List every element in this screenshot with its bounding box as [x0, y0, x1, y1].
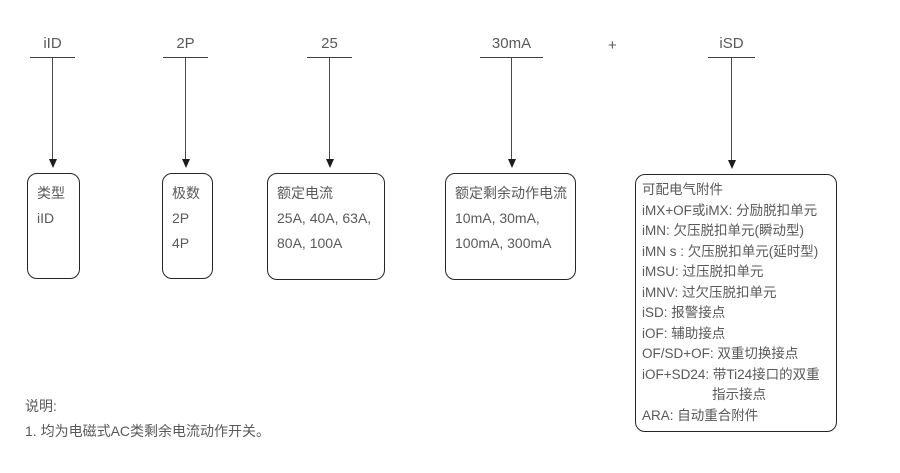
arrow-head-icon [48, 159, 57, 168]
accessory-item: iMN: 欠压脱扣单元(瞬动型) [642, 223, 804, 238]
arrow-head-icon [181, 159, 190, 168]
code-segment-residual-current: 30mA [491, 35, 532, 52]
code-segment-poles: 2P [176, 35, 195, 52]
accessory-item: OF/SD+OF: 双重切换接点 [642, 346, 799, 361]
accessory-item: iMX+OF或iMX: 分励脱扣单元 [642, 202, 818, 218]
arrow-head-icon [325, 159, 334, 168]
accessories-box: 可配电气附件 iMX+OF或iMX: 分励脱扣单元 iMN: 欠压脱扣单元(瞬动… [635, 174, 837, 432]
down-arrow [48, 58, 57, 168]
code-segment-rated-current: 25 [321, 35, 338, 52]
down-arrow [325, 58, 334, 168]
box-line: 2P [172, 210, 190, 226]
code-segment-type: iID [43, 35, 62, 52]
arrow-line [185, 58, 186, 159]
box-line: iID [37, 210, 55, 226]
accessory-item: iMNV: 过欠压脱扣单元 [642, 284, 777, 300]
code-underline [708, 57, 755, 58]
accessory-item: iOF+SD24: 带Ti24接口的双重 [642, 366, 820, 382]
accessory-item-continuation: 指示接点 [712, 387, 766, 402]
down-arrow [727, 58, 736, 169]
code-underline [307, 57, 352, 58]
accessory-item: iOF: 辅助接点 [642, 325, 726, 341]
arrow-line [52, 58, 53, 159]
box-line: 10mA, 30mA, [455, 210, 540, 226]
down-arrow [181, 58, 190, 168]
accessory-item: iSD: 报警接点 [642, 305, 726, 320]
arrow-line [731, 58, 732, 160]
residual-current-box: 额定剩余动作电流 10mA, 30mA, 100mA, 300mA [445, 173, 576, 280]
footnote-item: 1. 均为电磁式AC类剩余电流动作开关。 [25, 423, 271, 439]
footnotes: 说明: 1. 均为电磁式AC类剩余电流动作开关。 [25, 394, 270, 444]
accessory-item: iMSU: 过压脱扣单元 [642, 264, 764, 279]
poles-box: 极数 2P 4P [162, 173, 213, 279]
rated-current-box: 额定电流 25A, 40A, 63A, 80A, 100A [267, 173, 385, 280]
arrow-head-icon [727, 160, 736, 169]
footnote-heading: 说明: [25, 398, 57, 414]
box-title: 极数 [172, 185, 200, 201]
accessory-item: ARA: 自动重合附件 [642, 407, 759, 423]
plus-separator: + [608, 37, 617, 54]
box-line: 100mA, 300mA [455, 235, 552, 251]
box-line: 25A, 40A, 63A, [277, 210, 372, 226]
code-underline [480, 57, 543, 58]
code-segment-accessory: iSD [719, 35, 744, 52]
arrow-head-icon [507, 159, 516, 168]
arrow-line [511, 58, 512, 159]
code-underline [163, 57, 208, 58]
box-title: 额定剩余动作电流 [455, 185, 567, 201]
box-title: 类型 [37, 185, 65, 201]
code-underline [30, 57, 75, 58]
box-title: 可配电气附件 [642, 182, 723, 197]
type-box: 类型 iID [27, 173, 80, 279]
accessory-item: iMN s : 欠压脱扣单元(延时型) [642, 243, 819, 259]
box-line: 4P [172, 235, 190, 251]
arrow-line [329, 58, 330, 159]
box-line: 80A, 100A [277, 235, 343, 251]
down-arrow [507, 58, 516, 168]
box-title: 额定电流 [277, 185, 333, 201]
